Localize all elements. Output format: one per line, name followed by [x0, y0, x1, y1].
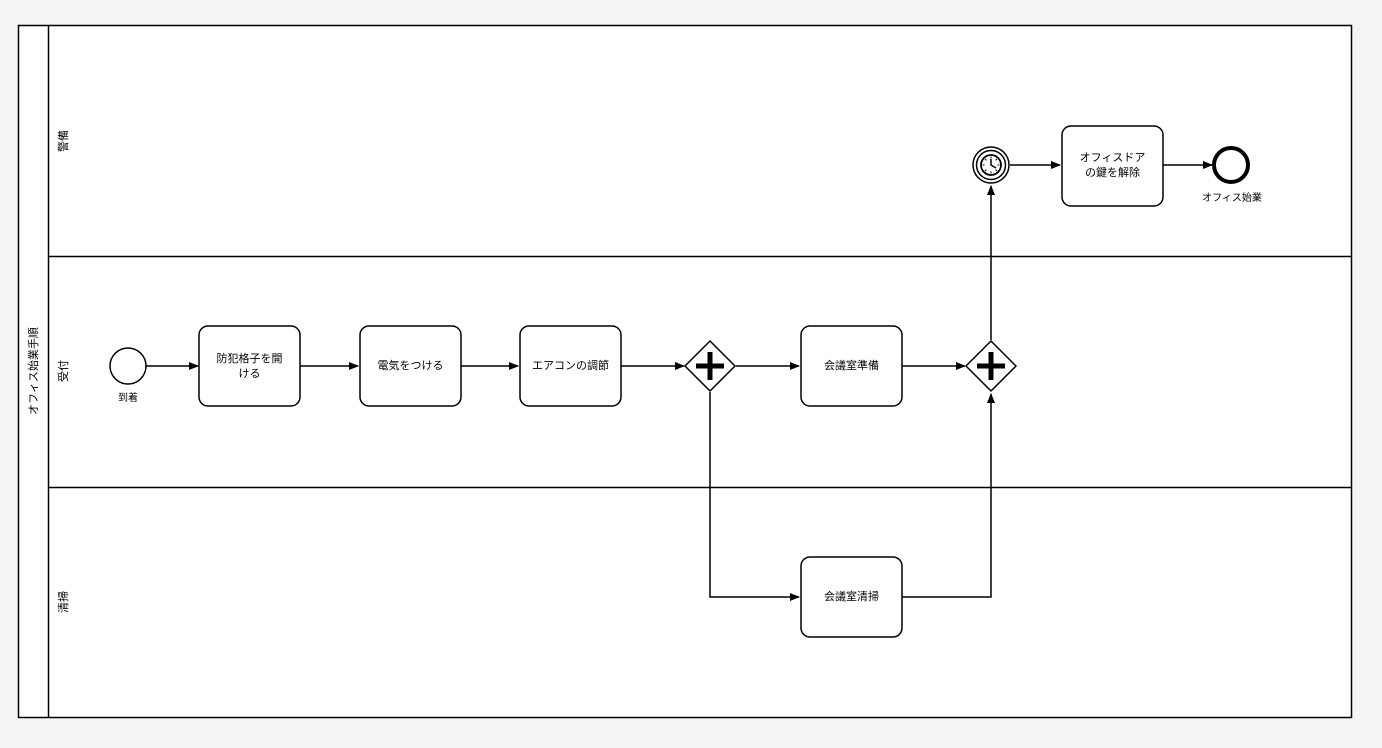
end-event-label: オフィス始業 [1202, 191, 1262, 204]
task-clean-meeting-room[interactable]: 会議室清掃 [800, 556, 903, 638]
task-label-line: エアコンの調節 [532, 358, 609, 372]
task-label-line: 防犯格子を開 [217, 351, 283, 365]
flow-gateway1-to-clean[interactable] [709, 392, 800, 601]
end-event[interactable] [1212, 146, 1250, 184]
plus-icon [977, 352, 1005, 380]
pool-label: オフィス始業手順 [26, 327, 40, 415]
task-label-line: 電気をつける [378, 358, 444, 372]
task-prepare-meeting-room[interactable]: 会議室準備 [800, 325, 903, 407]
start-event[interactable] [109, 347, 147, 385]
clock-icon [980, 154, 1002, 176]
task-turn-on-lights[interactable]: 電気をつける [359, 325, 462, 407]
parallel-gateway-join[interactable] [964, 339, 1018, 393]
flow-clean-to-gateway2[interactable] [902, 393, 995, 598]
task-label-line: 会議室清掃 [824, 589, 879, 603]
task-adjust-ac[interactable]: エアコンの調節 [519, 325, 622, 407]
task-label-line: オフィスドア [1080, 151, 1146, 164]
task-open-security-gate[interactable]: 防犯格子を開 ける [198, 325, 301, 407]
parallel-gateway-split[interactable] [683, 339, 737, 393]
task-label-line: ける [239, 367, 261, 380]
timer-intermediate-event[interactable] [972, 146, 1010, 184]
lane-label-reception: 受付 [57, 360, 70, 382]
plus-icon [696, 352, 724, 380]
lane-label-cleaning: 清掃 [56, 591, 70, 613]
task-label-line: 会議室準備 [824, 358, 879, 372]
task-label-line: の鍵を解除 [1085, 165, 1140, 179]
lane-label-security: 警備 [56, 130, 70, 152]
start-event-label: 到着 [118, 391, 138, 404]
task-unlock-office-door[interactable]: オフィスドア の鍵を解除 [1061, 125, 1164, 207]
lane-cleaning[interactable] [49, 488, 1351, 717]
